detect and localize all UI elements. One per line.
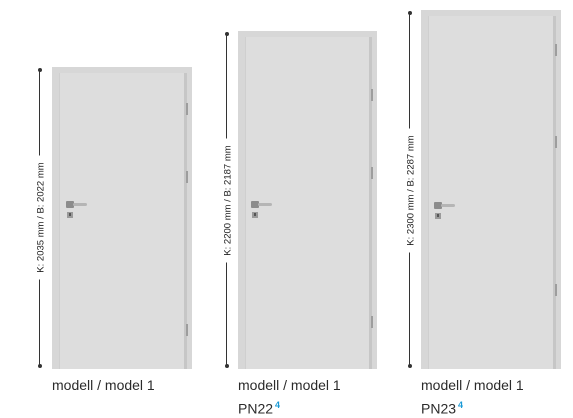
hinge xyxy=(371,316,373,328)
dimension-end-marker xyxy=(37,364,42,368)
dimension-label: K: 2200 mm / B: 2187 mm xyxy=(222,138,234,263)
dimension-label: K: 2300 mm / B: 2287 mm xyxy=(405,128,417,253)
model-caption: modell / model 1 xyxy=(238,377,341,393)
hinge xyxy=(371,89,373,101)
hinge xyxy=(555,284,557,296)
door-illustration xyxy=(52,67,192,369)
model-code-text: PN23 xyxy=(421,400,457,417)
model-code-text: PN22 xyxy=(238,400,274,417)
hinge xyxy=(371,167,373,179)
footnote-marker[interactable]: 4 xyxy=(458,400,464,410)
dimension-label: K: 2035 mm / B: 2022 mm xyxy=(35,155,47,280)
hinge xyxy=(555,136,557,148)
door-illustration xyxy=(421,10,561,369)
dimension-end-marker xyxy=(407,364,412,368)
dimension-end-marker xyxy=(224,364,229,368)
hinge xyxy=(186,103,188,115)
hinge xyxy=(186,171,188,183)
hinge xyxy=(555,44,557,56)
model-caption: modell / model 1 xyxy=(421,377,524,393)
footnote-marker[interactable]: 4 xyxy=(275,400,281,410)
door-illustration xyxy=(238,31,377,369)
hinge xyxy=(186,324,188,336)
model-caption: modell / model 1 xyxy=(52,377,155,393)
